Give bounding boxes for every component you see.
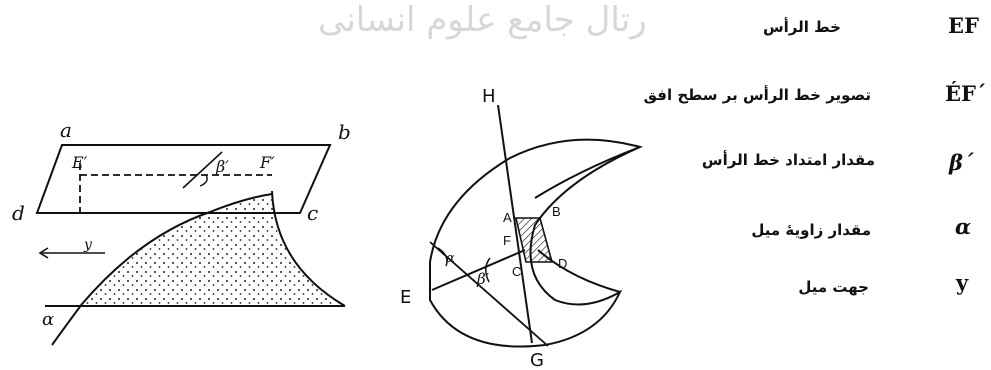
label-c-point: C — [512, 264, 521, 279]
label-alpha: α — [42, 309, 54, 330]
legend-symbol-y: y — [956, 270, 969, 295]
dip-arrow-head — [38, 247, 49, 259]
legend-text-alpha: مقدار زاویهٔ میل — [751, 221, 871, 239]
legend-symbol-ef: EF — [948, 13, 979, 38]
bed-surface-curve — [51, 193, 273, 346]
watermark: رتال جامع علوم انسانی — [318, 0, 647, 40]
label-y: y — [83, 237, 93, 253]
label-c: c — [307, 201, 318, 225]
legend-text-beta: مقدار امتداد خط الرأس — [701, 151, 875, 169]
label-alpha-angle: α — [446, 251, 455, 266]
label-a: a — [60, 118, 72, 142]
label-e-prime: E′ — [71, 153, 88, 172]
label-b: b — [338, 120, 351, 144]
label-b-point: B — [552, 204, 561, 219]
horizontal-plane — [35, 144, 332, 214]
alpha-arc — [437, 247, 448, 267]
strike-arc — [199, 174, 208, 187]
hatched-face — [514, 217, 554, 263]
line-to-g — [429, 241, 549, 347]
legend-text-ef-prime: تصویر خط الرأس بر سطح افق — [643, 86, 871, 104]
legend-symbol-ef-prime: ÉF´ — [945, 81, 987, 106]
label-e: E — [400, 287, 411, 308]
legend-symbol-alpha: α — [955, 214, 972, 239]
bed-right-edge — [271, 190, 346, 307]
projection-dashed — [79, 163, 272, 213]
right-figure — [429, 104, 643, 348]
label-d-point: D — [558, 256, 567, 271]
label-g: G — [530, 350, 544, 370]
label-d: d — [12, 201, 25, 225]
strike-marker — [182, 151, 223, 189]
beta-arc — [485, 257, 491, 283]
left-figure — [35, 144, 346, 346]
label-a-point: A — [503, 210, 512, 225]
legend-text-ef: خط الرأس — [762, 18, 841, 36]
legend-symbol-beta: β´ — [949, 150, 974, 175]
label-h: H — [482, 86, 496, 107]
label-beta-angle: β′ — [476, 270, 490, 288]
line-hg — [497, 104, 533, 344]
label-beta-prime: β′ — [215, 157, 229, 176]
label-f-point: F — [503, 233, 511, 248]
legend-text-y: جهت میل — [798, 278, 869, 296]
dotted-region — [82, 194, 345, 306]
line-ef — [431, 249, 526, 291]
label-f-prime: F′ — [259, 153, 275, 172]
